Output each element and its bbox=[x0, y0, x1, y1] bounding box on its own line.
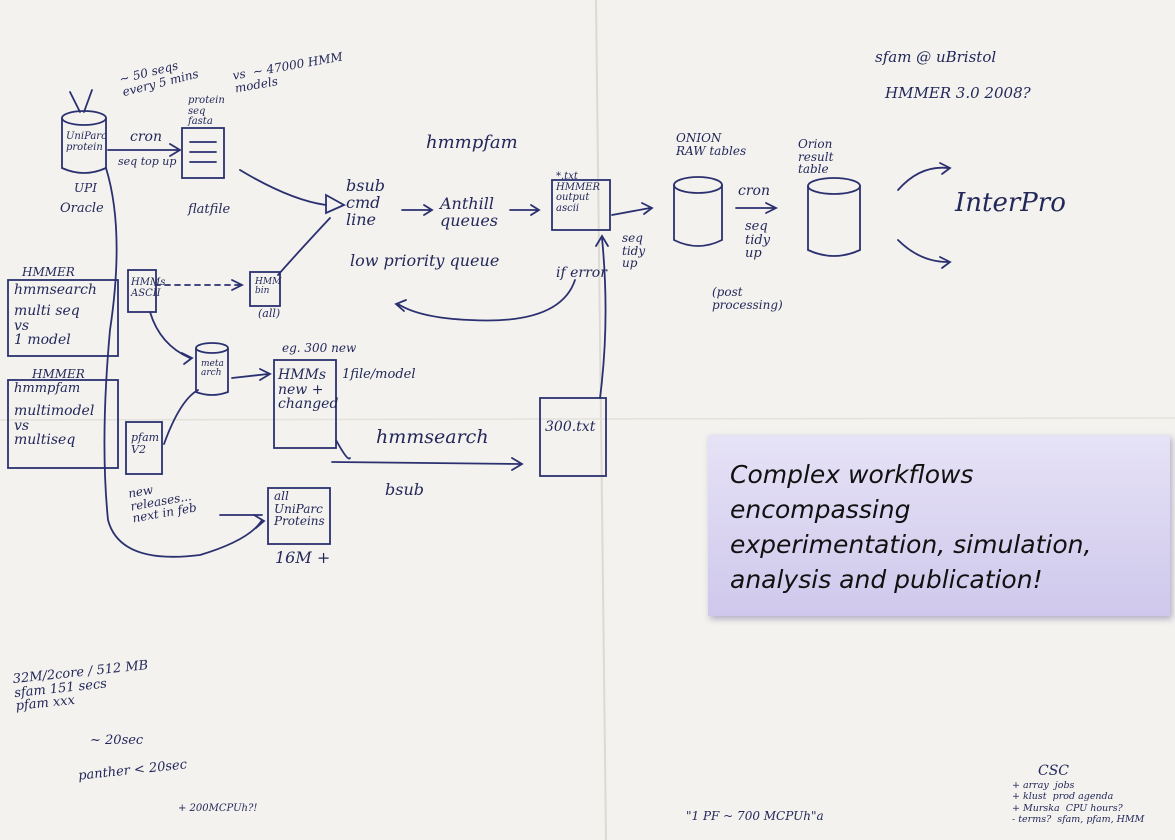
seq-tidy-up-label-2: seq tidy up bbox=[745, 219, 771, 262]
hmms-ascii-label: HMMs ASCII bbox=[131, 277, 166, 299]
callout-text: Complex workflows encompassing experimen… bbox=[730, 460, 1092, 594]
onion-label: ONION RAW tables bbox=[676, 131, 747, 158]
pfam-v2-label: pfam V2 bbox=[131, 431, 160, 456]
hmmer-output-label: *.txt HMMER output ascii bbox=[556, 171, 601, 214]
fasta-file-icon bbox=[181, 127, 225, 179]
hmmpfam-box bbox=[7, 379, 119, 469]
txt-300-label: 300.txt bbox=[545, 419, 596, 435]
hmmer-output-box bbox=[551, 179, 611, 231]
hmms-new-box bbox=[273, 359, 337, 449]
sixteen-m-label: 16M + bbox=[275, 548, 331, 567]
csc-items: + array jobs + klust prod agenda + Mursk… bbox=[1012, 780, 1145, 826]
bsub-cmd-label: bsub cmd line bbox=[346, 176, 385, 229]
header-sfam: sfam @ uBristol bbox=[875, 48, 997, 66]
hmmsearch-box bbox=[7, 279, 119, 357]
if-error-label: if error bbox=[556, 265, 607, 281]
paper-fold bbox=[595, 0, 607, 840]
hmms-new-label: HMMs new + changed bbox=[278, 367, 339, 413]
hmmpfam-label: hmmpfam bbox=[14, 381, 81, 396]
all-label: (all) bbox=[258, 307, 281, 320]
bsub-label-2: bsub bbox=[385, 480, 424, 499]
paper-fold bbox=[0, 417, 1175, 421]
interpro-label: InterPro bbox=[955, 188, 1066, 218]
multimodel-label: multimodel vs multiseq bbox=[14, 403, 95, 449]
cpu-hours-note: + 200MCPUh?! bbox=[178, 803, 258, 814]
callout-box: Complex workflows encompassing experimen… bbox=[708, 435, 1170, 616]
protein-fasta-label: protein seq fasta bbox=[188, 95, 225, 127]
multi-seq-label: multi seq vs 1 model bbox=[14, 303, 80, 349]
csc-label: CSC bbox=[1038, 763, 1070, 779]
anthill-label: Anthill queues bbox=[440, 194, 498, 230]
hmmpfam-title: hmmpfam bbox=[426, 132, 518, 153]
hmmer-pfam-label: HMMER bbox=[32, 367, 85, 381]
hmms-ascii-box bbox=[127, 269, 157, 313]
cron-label: cron bbox=[130, 129, 162, 145]
upi-label: UPI bbox=[74, 181, 97, 195]
seq-top-up-label: seq top up bbox=[118, 155, 177, 168]
seq-tidy-up-label: seq tidy up bbox=[622, 231, 646, 271]
header-hmmer: HMMER 3.0 2008? bbox=[885, 84, 1031, 102]
hmm-bin-label: HMM bin bbox=[255, 277, 282, 297]
cron-label-2: cron bbox=[738, 183, 770, 199]
flatfile-label: flatfile bbox=[188, 202, 231, 217]
oracle-label: Oracle bbox=[60, 201, 104, 216]
hmmsearch-mid-label: hmmsearch bbox=[376, 426, 489, 448]
low-priority-label: low priority queue bbox=[350, 251, 500, 270]
bsub-triangle-icon bbox=[325, 193, 347, 215]
uniparc-label: UniParc protein bbox=[66, 131, 107, 153]
hmmsearch-label: hmmsearch bbox=[14, 282, 97, 298]
twenty-sec-note: ~ 20sec bbox=[90, 733, 144, 748]
meta-arch-label: meta arch bbox=[201, 359, 224, 379]
pf-note: "1 PF ~ 700 MCPUh"a bbox=[686, 809, 824, 823]
post-processing-label: (post processing) bbox=[712, 285, 783, 312]
file-model-label: 1file/model bbox=[342, 367, 416, 382]
hmmer-search-label: HMMER bbox=[22, 265, 75, 279]
all-uniparc-label: all UniParc Proteins bbox=[274, 489, 325, 529]
eg-new-label: eg. 300 new bbox=[282, 341, 357, 355]
orion-label: Orion result table bbox=[798, 137, 834, 177]
all-uniparc-box bbox=[267, 487, 331, 545]
orion-db-icon bbox=[807, 177, 861, 257]
hmm-bin-box bbox=[249, 271, 281, 307]
pfam-v2-box bbox=[125, 421, 163, 475]
onion-db-icon bbox=[673, 176, 723, 247]
txt-300-box bbox=[539, 397, 607, 477]
